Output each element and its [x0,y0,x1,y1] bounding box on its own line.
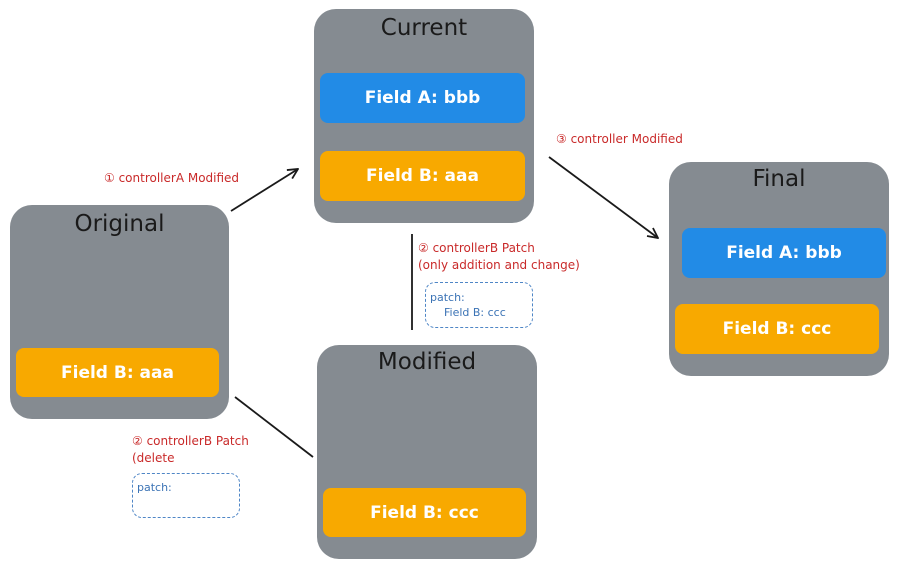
step2-delete-label-line2: (delete [132,451,175,465]
current-field-a: Field A: bbb [320,73,525,123]
patch-delete-line1: patch: [137,481,172,494]
patch-change-box [425,282,533,328]
step2-patch-label-line2: (only addition and change) [418,258,580,272]
final-field-a: Field A: bbb [682,228,886,278]
modified-box: Modified Field B: ccc [317,345,537,559]
modified-title: Modified [377,349,477,375]
step3-label: ③ controller Modified [556,132,683,146]
patch-change-line2: Field B: ccc [444,306,506,319]
current-field-b: Field B: aaa [320,151,525,201]
current-box: Current Field A: bbb Field B: aaa [314,9,534,223]
step2-patch-label-line1: ② controllerB Patch [418,241,535,255]
step1-label: ① controllerA Modified [104,171,240,185]
final-field-b: Field B: ccc [675,304,879,354]
final-title: Final [752,166,806,192]
original-field-b: Field B: aaa [16,348,219,397]
arrow-original-to-current [230,169,298,212]
step2-delete-label-line1: ② controllerB Patch [132,434,249,448]
patch-change-line1: patch: [430,291,465,304]
final-box: Final Field A: bbb Field B: ccc [669,162,889,376]
arrow-current-to-final [548,156,658,238]
original-title: Original [74,211,165,237]
current-title: Current [380,15,468,41]
modified-field-b: Field B: ccc [323,488,526,537]
patch-delete-box [132,473,240,518]
original-box: Original Field B: aaa [10,205,229,419]
